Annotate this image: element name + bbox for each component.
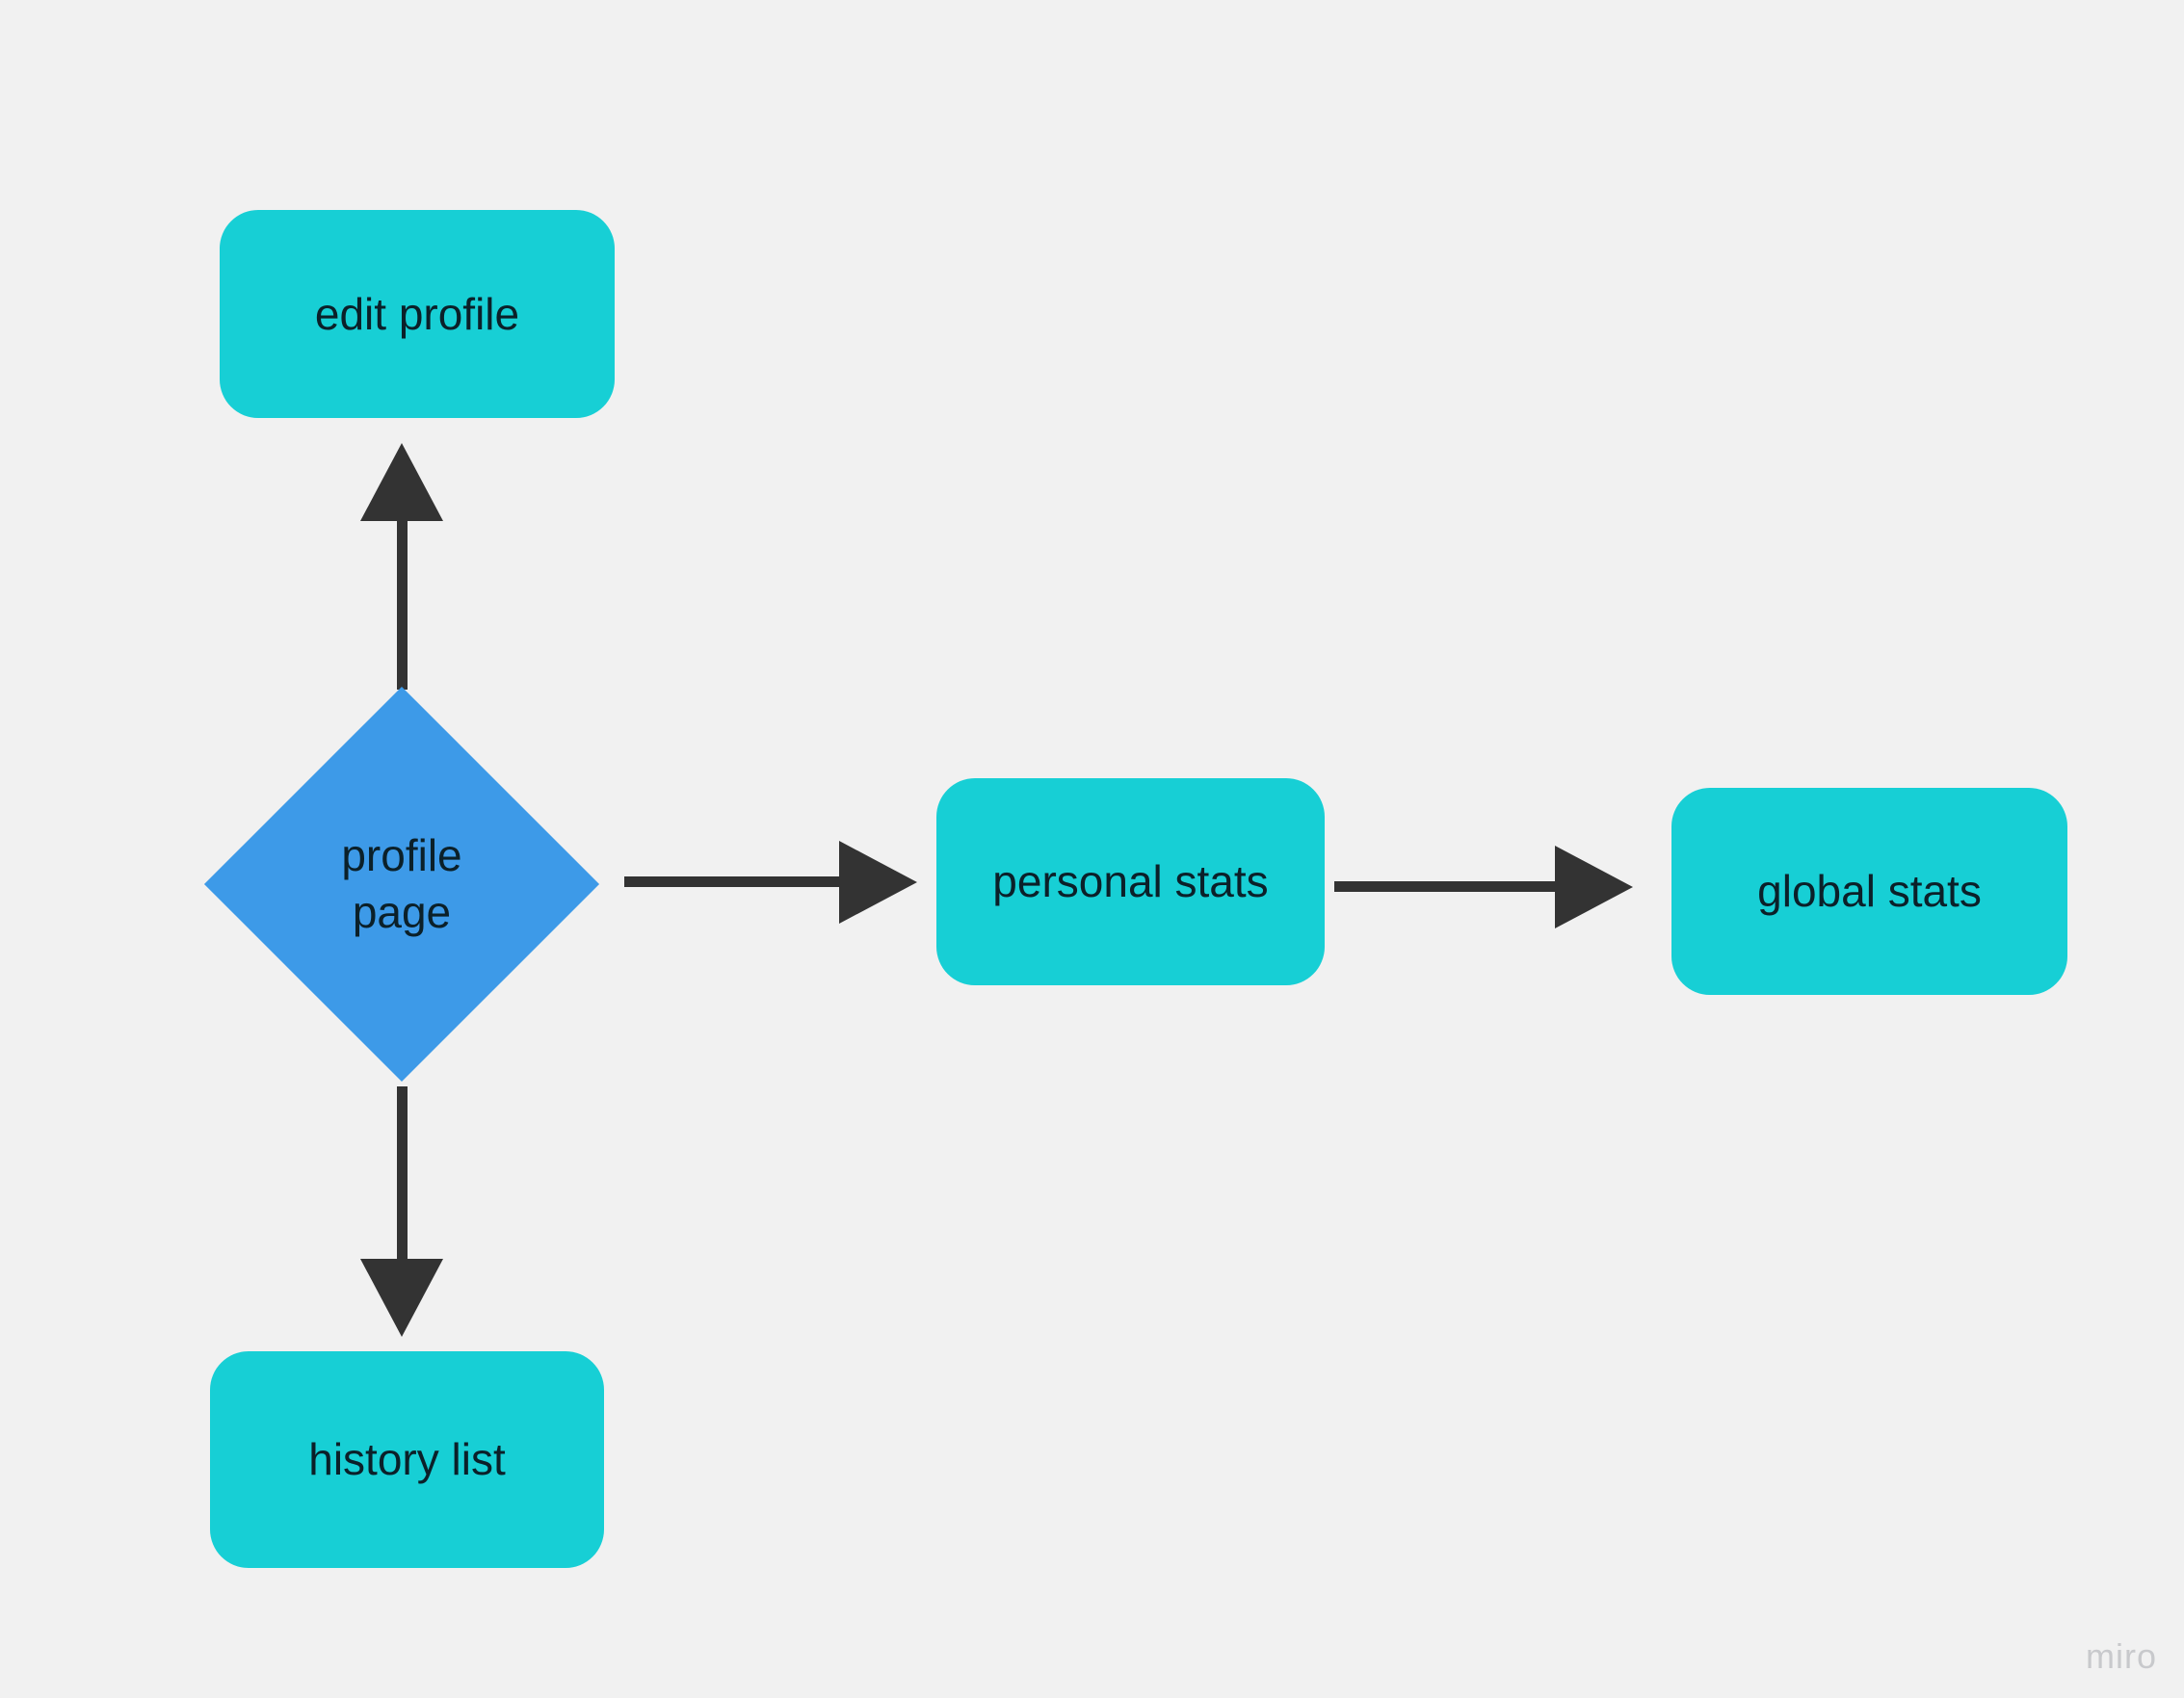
edge-profile-page-to-edit-profile (360, 443, 443, 690)
node-global-stats-label: global stats (1757, 866, 1982, 917)
edge-profile-page-to-personal-stats (624, 841, 917, 924)
edge-profile-page-to-history-list (360, 1086, 443, 1337)
miro-watermark-text: miro (2086, 1636, 2157, 1676)
node-edit-profile[interactable]: edit profile (220, 210, 615, 418)
node-edit-profile-label: edit profile (314, 288, 520, 339)
node-history-list[interactable]: history list (210, 1351, 604, 1568)
node-global-stats[interactable]: global stats (1671, 788, 2067, 995)
node-profile-page[interactable]: profile page (203, 686, 600, 1083)
node-history-list-label: history list (308, 1434, 506, 1485)
diamond-shape (203, 686, 600, 1083)
edge-personal-stats-to-global-stats (1334, 846, 1633, 928)
node-personal-stats-label: personal stats (992, 856, 1269, 907)
miro-watermark: miro (2086, 1636, 2157, 1677)
node-personal-stats[interactable]: personal stats (936, 778, 1325, 985)
